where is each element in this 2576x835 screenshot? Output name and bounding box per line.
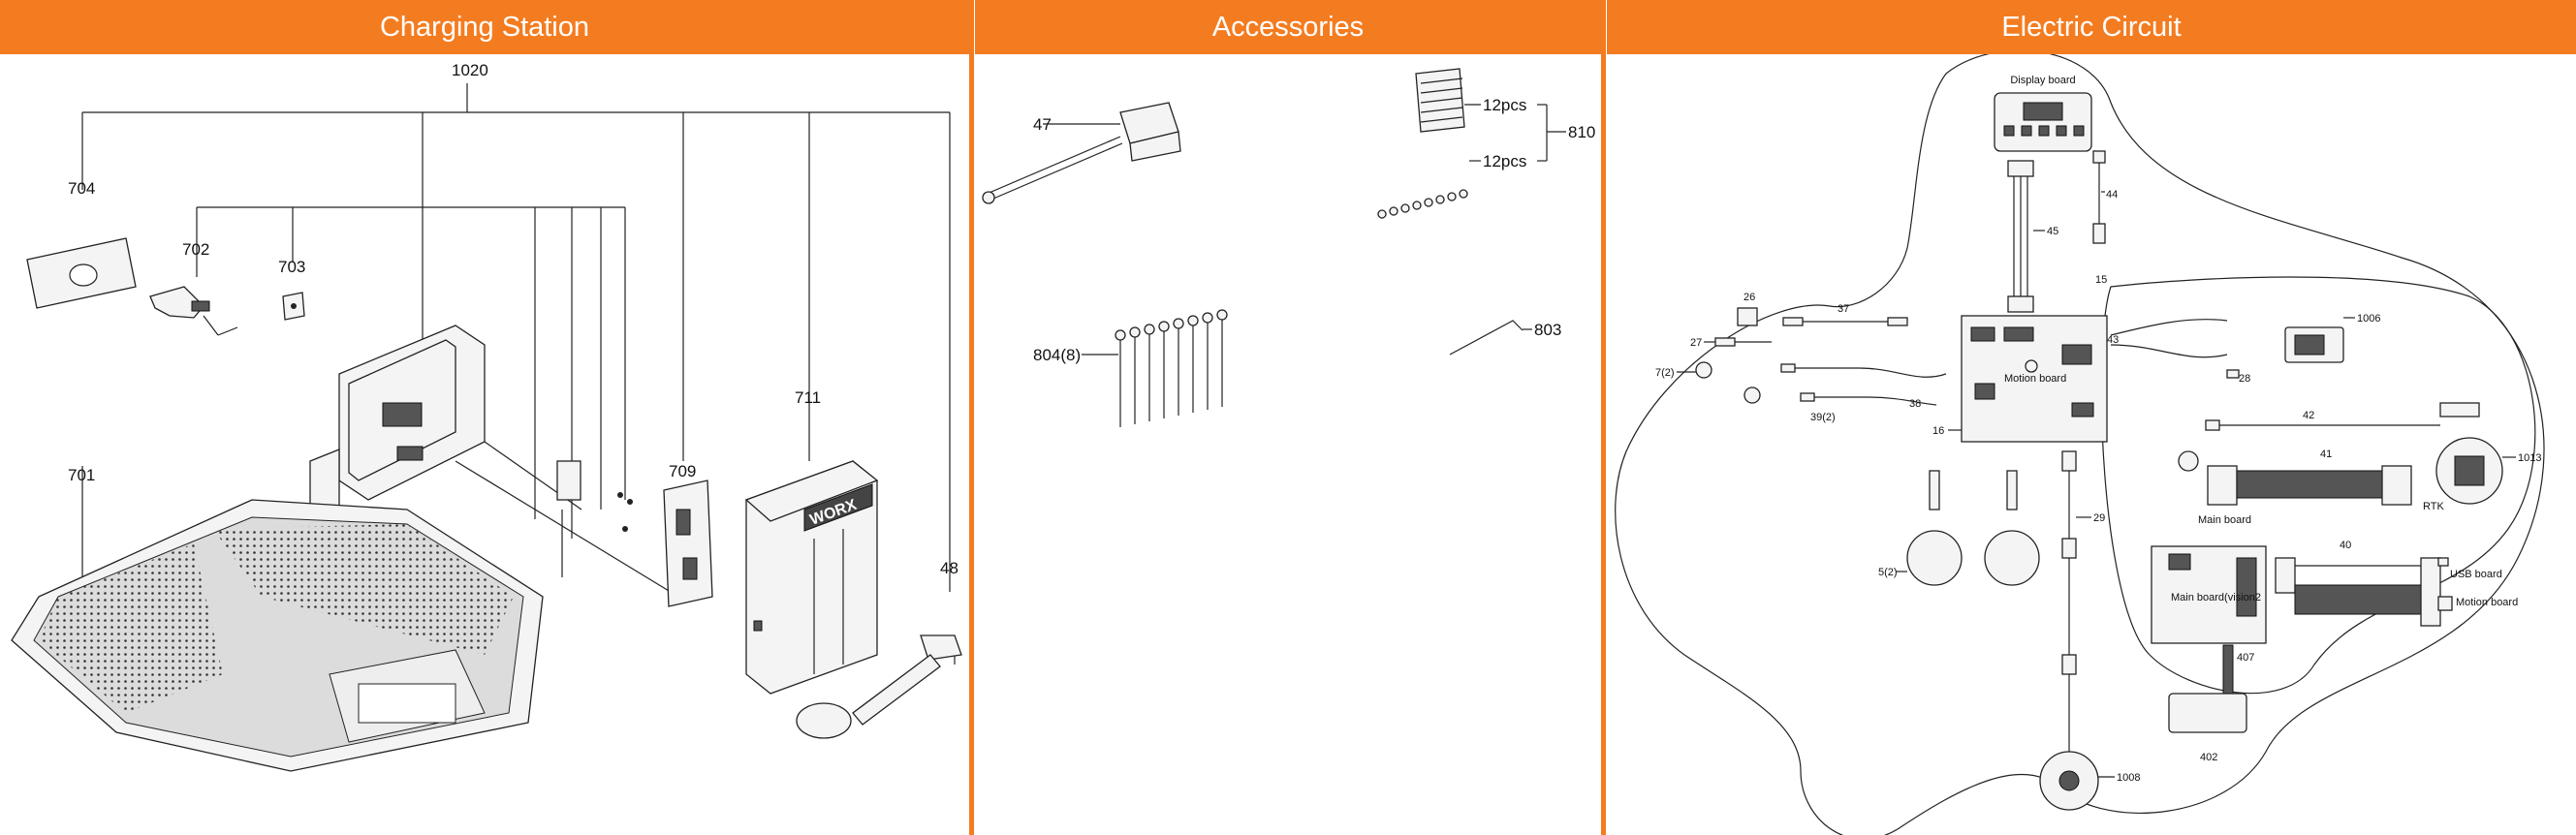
cable-44	[2092, 150, 2106, 244]
cable-40	[2275, 557, 2453, 627]
main-board-label: Main board	[2198, 514, 2251, 526]
battery-1006	[2284, 326, 2344, 363]
part-label-1020: 1020	[452, 61, 488, 79]
part-label-27: 27	[1690, 337, 1702, 349]
part-810-screws	[1377, 189, 1468, 219]
display-board-label: Display board	[2010, 75, 2075, 86]
part-label-709: 709	[669, 462, 696, 480]
sensor-27	[1714, 337, 1772, 347]
part-804-pegs	[1115, 309, 1228, 427]
part-label-29: 29	[2093, 512, 2105, 524]
quantity-label: 12pcs	[1483, 96, 1526, 114]
part-label-42: 42	[2303, 410, 2314, 421]
main-board-vision2	[2151, 545, 2267, 644]
cable-41	[2178, 450, 2412, 506]
sensor-board-7	[1695, 361, 1761, 404]
circuit-group-outline	[1615, 54, 2545, 835]
part-label-407: 407	[2237, 652, 2254, 664]
part-709-bracket	[663, 479, 713, 607]
motion-board-label: Motion board	[2456, 597, 2518, 608]
part-label-15: 15	[2095, 274, 2107, 286]
part-label-810: 810	[1568, 123, 1595, 141]
usb-board-label: USB board	[2450, 569, 2502, 580]
part-label-5: 5(2)	[1878, 567, 1898, 578]
section-title: Charging Station	[379, 11, 590, 43]
part-label-48: 48	[940, 559, 958, 577]
section-title: Accessories	[1211, 11, 1365, 43]
cable-39	[1780, 363, 1869, 402]
part-label-701: 701	[68, 466, 95, 484]
part-label-804: 804(8)	[1033, 346, 1081, 364]
section-header-accessories: Accessories	[975, 0, 1601, 54]
part-label-1013: 1013	[2518, 452, 2541, 464]
display-board	[1994, 92, 2092, 152]
part-label-702: 702	[182, 240, 209, 259]
part-label-402: 402	[2200, 752, 2217, 763]
cable-45	[2007, 160, 2034, 313]
part-703-bracket	[282, 292, 305, 321]
part-label-711: 711	[795, 388, 821, 407]
main-board-vision2-label: Main board(vision2	[2171, 592, 2261, 603]
part-label-39: 39(2)	[1810, 412, 1836, 423]
section-header-electric-circuit: Electric Circuit	[1607, 0, 2576, 54]
part-label-40: 40	[2340, 540, 2351, 551]
electric-circuit-diagram: Display board 45 44 15 Motion board 16 2…	[1615, 54, 2545, 835]
contact-parts	[556, 460, 633, 577]
accessories-diagram: 47 12pcs 12pcs 810	[982, 68, 1595, 427]
section-header-charging-station: Charging Station	[0, 0, 969, 54]
quantity-label: 12pcs	[1483, 152, 1526, 170]
part-48-power-plug	[796, 634, 962, 739]
part-label-704: 704	[68, 179, 95, 198]
callout-lines	[81, 83, 951, 592]
charging-frame	[309, 325, 679, 598]
cable-37	[1782, 317, 1908, 326]
section-divider	[1601, 0, 1606, 835]
part-label-16: 16	[1932, 425, 1944, 437]
part-711-cover: WORX	[744, 460, 879, 695]
part-label-1008: 1008	[2117, 772, 2140, 784]
part-label-37: 37	[1838, 303, 1849, 315]
section-title: Electric Circuit	[2001, 11, 2182, 43]
part-label-38: 38	[1909, 398, 1921, 410]
part-701-base-plate	[11, 499, 544, 772]
camera-402	[2168, 644, 2247, 733]
charging-station-diagram: 1020 704 702 703 701 709 711 48	[11, 61, 962, 772]
wheel-motor-5	[1906, 470, 2040, 586]
part-label-803: 803	[1534, 321, 1561, 339]
blade-motor-1008	[2039, 751, 2099, 811]
motion-board-label: Motion board	[2004, 373, 2066, 385]
cable-42	[2205, 402, 2480, 431]
rtk-module-1013	[2435, 437, 2503, 505]
part-label-26: 26	[1744, 292, 1755, 303]
cable-43	[2110, 319, 2228, 358]
connector-28	[2226, 369, 2240, 379]
part-label-47: 47	[1033, 115, 1052, 134]
part-47-power-adapter	[982, 102, 1181, 204]
part-810-blade-stack	[1415, 68, 1465, 133]
part-803-hex-key	[1449, 320, 1524, 356]
part-label-45: 45	[2047, 226, 2058, 237]
rtk-label: RTK	[2423, 501, 2444, 512]
connector-26	[1737, 307, 1758, 326]
motion-board-16	[1961, 315, 2108, 443]
part-704-label-plate	[26, 237, 137, 309]
part-label-44: 44	[2106, 189, 2118, 201]
part-label-1006: 1006	[2357, 313, 2380, 325]
part-label-41: 41	[2320, 448, 2332, 460]
part-label-43: 43	[2107, 334, 2119, 346]
section-divider	[969, 0, 974, 835]
cable-38	[1858, 367, 1947, 406]
part-label-28: 28	[2239, 373, 2250, 385]
part-702-contact-clip	[149, 286, 238, 336]
part-label-7: 7(2)	[1655, 367, 1675, 379]
part-label-703: 703	[278, 258, 305, 276]
cable-29	[2061, 450, 2077, 752]
